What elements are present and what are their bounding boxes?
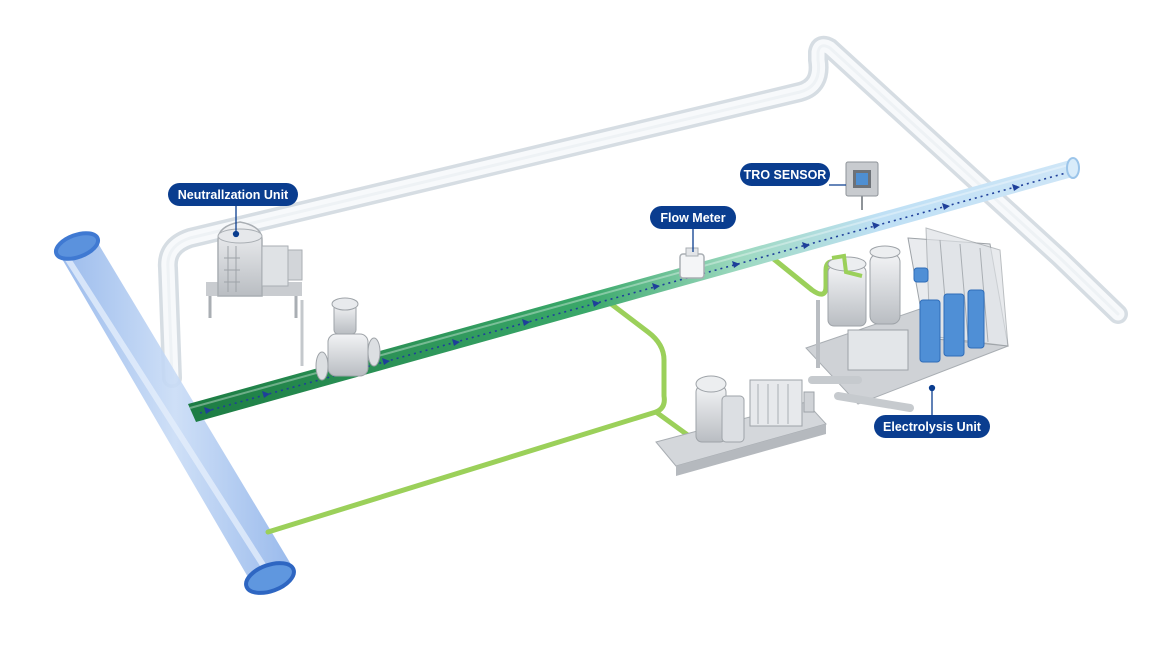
tro-sensor-label: TRO SENSOR [744, 168, 827, 182]
neutralization-unit [206, 221, 304, 366]
main-ballast-pipe [53, 231, 296, 595]
return-loop-pipe [157, 35, 1128, 388]
arrowhead-icon [204, 407, 212, 414]
callout-neutralization-unit: Neutrallzation Unit [168, 183, 298, 206]
arrowhead-icon [522, 319, 530, 326]
tro-sensor-device [845, 161, 879, 210]
main-pipe-top-opening [53, 231, 101, 261]
arrowhead-icon [942, 203, 950, 210]
callout-connectors [232, 184, 936, 416]
treated-pipe-end [1066, 157, 1080, 179]
flow-meter-device [679, 247, 705, 279]
callout-flow-meter: Flow Meter [650, 206, 736, 229]
electrolysis-skid [805, 227, 1009, 412]
arrowhead-icon [1012, 184, 1020, 191]
arrowhead-icon [872, 222, 880, 229]
neutralization-unit-label: Neutrallzation Unit [178, 188, 289, 202]
callout-tro-sensor: TRO SENSOR [740, 163, 830, 186]
pipe-valve [315, 297, 381, 381]
arrowhead-icon [382, 358, 390, 365]
arrowhead-icon [652, 283, 660, 290]
pump-skid [655, 375, 827, 476]
arrowhead-icon [732, 261, 740, 268]
main-pipe-bottom-opening [244, 561, 296, 595]
flow-meter-label: Flow Meter [660, 211, 725, 225]
electrolysis-cells [913, 267, 985, 363]
arrowhead-icon [592, 300, 600, 307]
arrowhead-icon [802, 242, 810, 249]
arrowhead-icon [262, 391, 270, 398]
callout-electrolysis-unit: Electrolysis Unit [874, 415, 990, 438]
arrowhead-icon [452, 339, 460, 346]
electrolysis-unit-label: Electrolysis Unit [883, 420, 982, 434]
flow-arrows [204, 184, 1020, 414]
